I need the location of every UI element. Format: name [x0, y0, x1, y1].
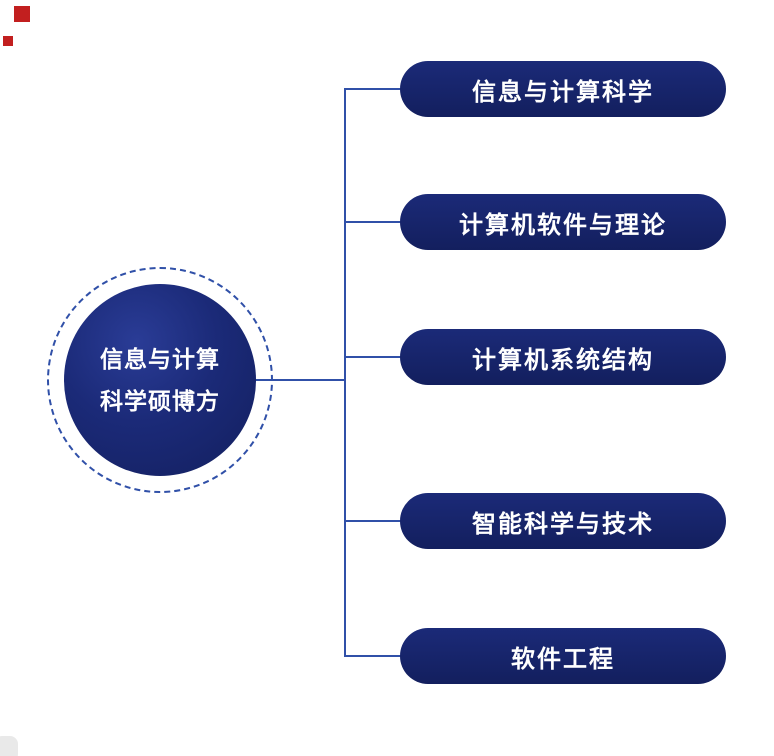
- branch-node-2: 计算机软件与理论: [400, 194, 726, 250]
- branch-node-4: 智能科学与技术: [400, 493, 726, 549]
- connector-root-link: [250, 379, 346, 381]
- branch-node-3: 计算机系统结构: [400, 329, 726, 385]
- root-node-dashed-ring: 信息与计算 科学硕博方: [47, 267, 273, 493]
- branch-label-4: 智能科学与技术: [472, 510, 654, 538]
- branch-node-1: 信息与计算科学: [400, 61, 726, 117]
- branch-node-5: 软件工程: [400, 628, 726, 684]
- connector-branch-1: [344, 88, 402, 90]
- decor-corner-shape: [0, 736, 18, 756]
- connector-branch-5: [344, 655, 402, 657]
- root-node-circle: 信息与计算 科学硕博方: [64, 284, 256, 476]
- branch-label-2: 计算机软件与理论: [459, 211, 667, 239]
- decor-red-square-large: [14, 6, 30, 22]
- connector-branch-3: [344, 356, 402, 358]
- connector-branch-4: [344, 520, 402, 522]
- root-label-line2: 科学硕博方: [100, 388, 220, 414]
- branch-label-3: 计算机系统结构: [472, 346, 654, 374]
- connector-branch-2: [344, 221, 402, 223]
- branch-label-5: 软件工程: [511, 645, 615, 673]
- branch-label-1: 信息与计算科学: [472, 78, 654, 106]
- root-label-line1: 信息与计算: [100, 346, 220, 372]
- decor-red-square-small: [3, 36, 13, 46]
- connector-spine: [344, 88, 346, 656]
